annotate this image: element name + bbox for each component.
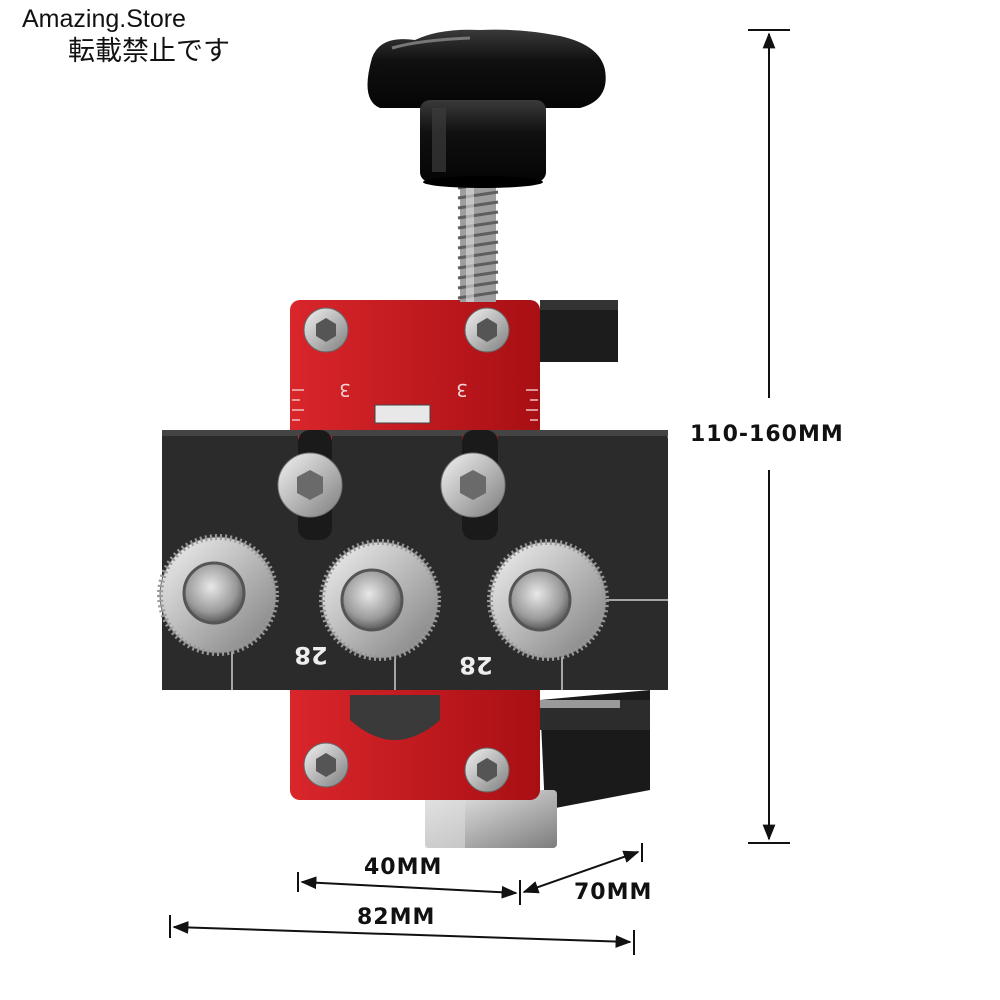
drill-bushing-center	[319, 539, 441, 661]
watermark-notice: 転載禁止です	[68, 36, 230, 67]
inner-width-dimension-arrow	[297, 872, 521, 905]
total-width-dimension-label: 82MM	[357, 905, 436, 930]
drill-bushing-right	[487, 539, 609, 661]
height-dimension-arrow	[748, 29, 790, 844]
star-knob	[367, 29, 606, 188]
depth-dimension-label: 70MM	[574, 880, 653, 905]
total-width-dimension-arrow	[169, 915, 635, 955]
threaded-rod	[457, 180, 499, 302]
slot-bolts	[277, 452, 506, 518]
bottom-screws	[303, 742, 510, 793]
depth-dimension-arrow	[522, 843, 643, 894]
scale-mark-left: 3	[339, 379, 350, 400]
top-screws	[303, 307, 510, 353]
dimension-lines	[169, 29, 790, 955]
scale-mark-right: 3	[456, 379, 467, 400]
drill-bushings	[157, 534, 609, 661]
bushing-size-right: 28	[459, 651, 492, 679]
watermark: Amazing.Store 転載禁止です	[22, 4, 230, 69]
height-dimension-label: 110-160MM	[690, 422, 844, 447]
bushing-size-left: 28	[294, 641, 327, 669]
inner-width-dimension-label: 40MM	[364, 855, 443, 880]
drill-bushing-left	[157, 534, 279, 656]
watermark-store-name: Amazing.Store	[22, 5, 186, 33]
